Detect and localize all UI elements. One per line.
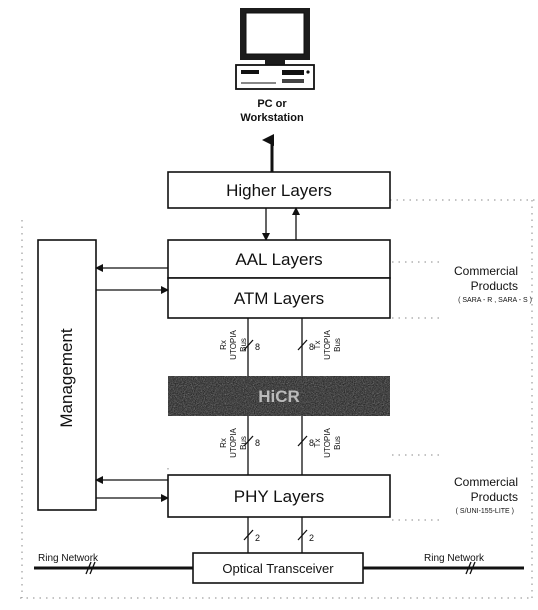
atm-layers-box	[167, 277, 391, 319]
rx-utopia-bus-label-upper: Rx UTOPIA Bus	[219, 330, 248, 360]
hicr-box	[168, 376, 390, 416]
aal-layers-box	[167, 239, 391, 279]
phy-layers-box	[167, 474, 391, 518]
svg-text:Bus: Bus	[239, 436, 248, 450]
rx-bus-width: 8	[255, 342, 260, 352]
ring-network-right-label: Ring Network	[424, 553, 485, 564]
tx-bus-width: 8	[309, 342, 314, 352]
products-top-detail: ( SARA - R , SARA - S )	[458, 297, 532, 304]
svg-text:UTOPIA: UTOPIA	[229, 330, 238, 360]
svg-text:Bus: Bus	[333, 338, 342, 352]
ring-break-mark	[85, 561, 92, 575]
svg-text:Tx: Tx	[313, 439, 322, 448]
higher-layers-box	[167, 171, 391, 209]
serial-width-tick	[243, 529, 254, 541]
hicr-label: HiCR	[258, 387, 300, 406]
products-top-line2: Products	[471, 279, 518, 293]
management-box	[37, 239, 97, 511]
svg-text:UTOPIA: UTOPIA	[323, 330, 332, 360]
products-bottom-line2: Products	[471, 490, 518, 504]
tx-utopia-bus-label-lower: Tx UTOPIA Bus	[313, 428, 342, 458]
ring-break-mark	[89, 561, 96, 575]
serial-rx-width: 2	[255, 533, 260, 543]
tx-utopia-bus-label-upper: Tx UTOPIA Bus	[313, 330, 342, 360]
pc-label-line1: PC or	[257, 98, 287, 110]
svg-text:UTOPIA: UTOPIA	[323, 428, 332, 458]
optical-transceiver-box	[192, 552, 364, 584]
svg-text:Bus: Bus	[239, 338, 248, 352]
pc-workstation-icon	[235, 8, 315, 90]
atm-layers-label: ATM Layers	[234, 289, 324, 308]
bus-width-tick	[297, 339, 308, 351]
svg-text:Rx: Rx	[219, 438, 228, 448]
ring-network-left-label: Ring Network	[38, 553, 99, 564]
management-label: Management	[57, 328, 76, 428]
products-bottom-detail: ( S/UNI-155-LITE )	[456, 508, 514, 515]
ring-break-mark	[465, 561, 472, 575]
products-top-line1: Commercial	[454, 264, 518, 278]
rx-utopia-bus-label-lower: Rx UTOPIA Bus	[219, 428, 248, 458]
phy-layers-label: PHY Layers	[234, 487, 324, 506]
higher-layers-label: Higher Layers	[226, 181, 332, 200]
ring-break-mark	[469, 561, 476, 575]
serial-tx-width: 2	[309, 533, 314, 543]
products-bottom-line1: Commercial	[454, 475, 518, 489]
svg-text:Tx: Tx	[313, 341, 322, 350]
bus-width-tick	[243, 339, 254, 351]
aal-layers-label: AAL Layers	[235, 250, 322, 269]
rx-bus-width: 8	[255, 438, 260, 448]
bus-width-tick	[297, 435, 308, 447]
svg-text:Bus: Bus	[333, 436, 342, 450]
bus-width-tick	[243, 435, 254, 447]
tx-bus-width: 8	[309, 438, 314, 448]
serial-width-tick	[297, 529, 308, 541]
pc-label-line2: Workstation	[240, 112, 304, 124]
svg-text:Rx: Rx	[219, 340, 228, 350]
svg-text:UTOPIA: UTOPIA	[229, 428, 238, 458]
optical-transceiver-label: Optical Transceiver	[222, 561, 334, 576]
